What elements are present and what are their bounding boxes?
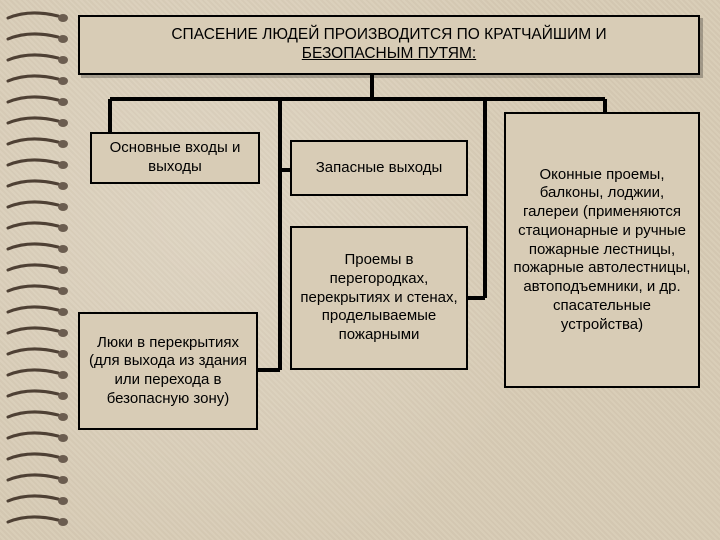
title-line-2: БЕЗОПАСНЫМ ПУТЯМ: [301, 45, 477, 62]
spiral-ring [6, 116, 60, 125]
spiral-ring [6, 137, 60, 146]
spiral-ring [6, 32, 60, 41]
spiral-hole [58, 56, 68, 64]
spiral-hole [58, 182, 68, 190]
box-openings: Проемы в перегородках, перекрытиях и сте… [290, 226, 468, 370]
spiral-hole [58, 161, 68, 169]
spiral-hole [58, 140, 68, 148]
spiral-ring [6, 53, 60, 62]
spiral-ring [6, 305, 60, 314]
spiral-hole [58, 476, 68, 484]
spiral-hole [58, 266, 68, 274]
diagram-title: СПАСЕНИЕ ЛЮДЕЙ ПРОИЗВОДИТСЯ ПО КРАТЧАЙШИ… [78, 15, 700, 75]
spiral-hole [58, 14, 68, 22]
title-line-1: СПАСЕНИЕ ЛЮДЕЙ ПРОИЗВОДИТСЯ ПО КРАТЧАЙШИ… [171, 26, 607, 44]
spiral-ring [6, 263, 60, 272]
notebook-spiral [6, 11, 68, 526]
spiral-hole [58, 287, 68, 295]
box-windows: Оконные проемы, балконы, лоджии, галереи… [504, 112, 700, 388]
spiral-hole [58, 455, 68, 463]
spiral-ring [6, 368, 60, 377]
spiral-hole [58, 518, 68, 526]
spiral-ring [6, 347, 60, 356]
spiral-ring [6, 473, 60, 482]
spiral-hole [58, 203, 68, 211]
box-windows-text: Оконные проемы, балконы, лоджии, галереи… [513, 165, 691, 333]
spiral-ring [6, 284, 60, 293]
spiral-ring [6, 158, 60, 167]
spiral-hole [58, 98, 68, 106]
spiral-ring [6, 221, 60, 230]
spiral-ring [6, 74, 60, 83]
spiral-ring [6, 95, 60, 104]
spiral-ring [6, 431, 60, 440]
spiral-hole [58, 434, 68, 442]
spiral-hole [58, 497, 68, 505]
spiral-ring [6, 410, 60, 419]
spiral-ring [6, 242, 60, 251]
spiral-hole [58, 35, 68, 43]
box-spare-exits-text: Запасные выходы [315, 158, 443, 176]
spiral-ring [6, 515, 60, 524]
spiral-hole [58, 350, 68, 358]
box-openings-text: Проемы в перегородках, перекрытиях и сте… [300, 251, 458, 344]
box-hatches-text: Люки в перекрытиях (для выхода из здания… [89, 333, 247, 407]
spiral-hole [58, 392, 68, 400]
spiral-hole [58, 308, 68, 316]
spiral-hole [58, 245, 68, 253]
spiral-ring [6, 494, 60, 503]
spiral-hole [58, 371, 68, 379]
spiral-hole [58, 329, 68, 337]
box-main-exits-text: Основные входы и выходы [109, 139, 241, 175]
spiral-hole [58, 413, 68, 421]
box-spare-exits: Запасные выходы [290, 140, 468, 196]
spiral-ring [6, 452, 60, 461]
spiral-hole [58, 77, 68, 85]
spiral-ring [6, 200, 60, 209]
spiral-ring [6, 11, 60, 20]
spiral-ring [6, 389, 60, 398]
spiral-hole [58, 224, 68, 232]
box-main-exits: Основные входы и выходы [90, 132, 260, 184]
spiral-ring [6, 326, 60, 335]
box-hatches: Люки в перекрытиях (для выхода из здания… [78, 312, 258, 430]
spiral-hole [58, 119, 68, 127]
spiral-ring [6, 179, 60, 188]
